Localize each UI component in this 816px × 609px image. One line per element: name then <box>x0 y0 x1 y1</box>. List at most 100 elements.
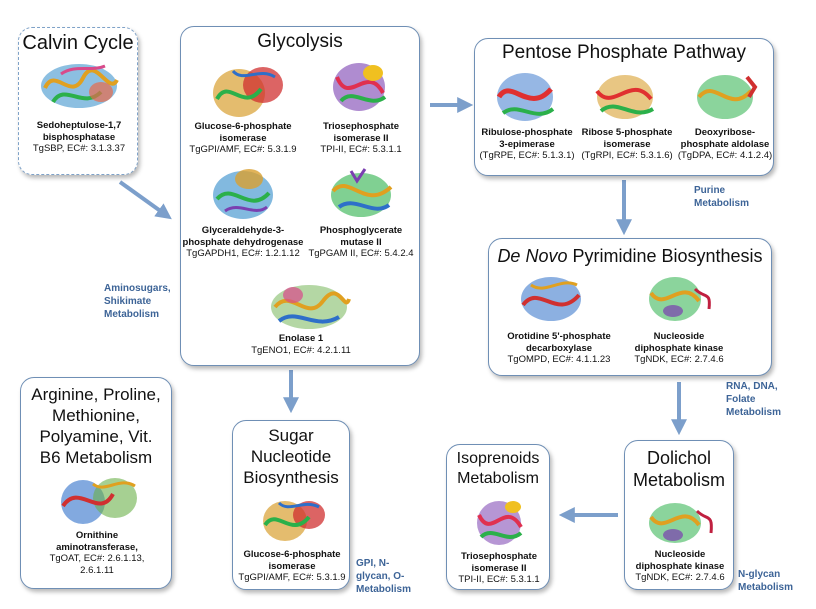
enzyme-gpi: Glucose-6-phosphate isomerase TgGPI/AMF,… <box>189 121 296 156</box>
enzyme-id-line: TgENO1, EC#: 4.2.1.11 <box>251 344 351 356</box>
arrow-calvin-to-glycolysis <box>118 180 172 220</box>
side-label-gpi: GPI, N- glycan, O- Metabolism <box>356 557 411 596</box>
enzyme-id-line: TgOMPD, EC#: 4.1.1.23 <box>507 354 611 365</box>
arginine-metabolism-title: Arginine, Proline, Methionine, Polyamine… <box>21 384 171 468</box>
enzyme-ndk-dolichol: Nucleoside diphosphate kinase TgNDK, EC#… <box>635 549 724 584</box>
side-label-rna: RNA, DNA, Folate Metabolism <box>726 380 781 419</box>
enzyme-id-line: TPI-II, EC#: 5.3.1.1 <box>458 574 540 585</box>
protein-structure-icon <box>697 75 758 119</box>
enzyme-enolase: Enolase 1 TgENO1, EC#: 4.2.1.11 <box>251 333 351 356</box>
enzyme-name-line: Nucleoside <box>653 331 705 342</box>
side-label-nglycan: N-glycan Metabolism <box>738 568 793 594</box>
enzyme-pgam: Phosphoglycerate mutase II TgPGAM II, EC… <box>308 225 413 260</box>
enzyme-name-line: Enolase 1 <box>278 333 324 344</box>
enzyme-id-line: TgGPI/AMF, EC#: 5.3.1.9 <box>189 144 297 155</box>
enzyme-id-line: TgPGAM II, EC#: 5.4.2.4 <box>308 248 414 259</box>
side-label-line: Metabolism <box>104 309 160 320</box>
enzyme-oat: Ornithine aminotransferase, TgOAT, EC#: … <box>50 530 145 576</box>
protein-structure-icon <box>649 277 711 321</box>
title-line: B6 Metabolism <box>39 448 153 467</box>
side-label-aminosugars: Aminosugars, Shikimate Metabolism <box>104 282 171 321</box>
side-label-line: Metabolism <box>738 582 794 593</box>
enzyme-id-line: (TgRPE, EC#: 5.1.3.1) <box>479 150 575 161</box>
enzyme-name-line: Triosephosphate <box>460 551 537 562</box>
title-line: Arginine, Proline, <box>31 385 161 404</box>
enzyme-ndk: Nucleoside diphosphate kinase TgNDK, EC#… <box>634 331 723 366</box>
protein-structure-icon <box>331 168 393 217</box>
side-label-purine: Purine Metabolism <box>694 184 749 210</box>
enzyme-name-line: Nucleoside <box>654 549 706 560</box>
calvin-cycle-title: Calvin Cycle <box>22 32 134 54</box>
protein-structure-icon <box>649 503 713 543</box>
glycolysis-box: Glycolysis Glucose-6-phosphate isomerase… <box>180 26 420 366</box>
enzyme-gapdh: Glyceraldehyde-3- phosphate dehydrogenas… <box>183 225 304 260</box>
enzyme-id-line: (TgDPA, EC#: 4.1.2.4) <box>677 150 773 161</box>
isoprenoids-box: Isoprenoids Metabolism Triosephosphate i… <box>446 444 550 590</box>
enzyme-name-line: Deoxyribose- <box>694 127 756 138</box>
enzyme-name-line: Orotidine 5'-phosphate <box>507 331 611 342</box>
enzyme-id-line: TPI-II, EC#: 5.3.1.1 <box>320 144 402 155</box>
protein-structure-icon <box>595 75 655 119</box>
title-line: Biosynthesis <box>243 468 339 487</box>
enzyme-name-line: bisphosphatase <box>42 131 116 143</box>
protein-structure-icon <box>271 285 351 329</box>
enzyme-id-line: 2.6.1.11 <box>80 564 114 576</box>
enzyme-rpi: Ribose 5-phosphate isomerase (TgRPI, EC#… <box>581 127 672 162</box>
protein-structure-icon <box>213 169 273 219</box>
title-line: Metabolism <box>632 470 726 490</box>
enzyme-name-line: diphosphate kinase <box>634 342 724 354</box>
protein-structure-icon <box>61 478 137 524</box>
enzyme-name-line: isomerase II <box>333 132 389 144</box>
enzyme-name-line: 3-epimerase <box>499 138 555 150</box>
enzyme-id-line: TgSBP, EC#: 3.1.3.37 <box>32 143 126 154</box>
enzyme-name-line: Ribulose-phosphate <box>481 127 573 138</box>
arginine-metabolism-box: Arginine, Proline, Methionine, Polyamine… <box>20 377 172 589</box>
side-label-line: Metabolism <box>726 407 782 418</box>
sugar-nucleotide-title: Sugar Nucleotide Biosynthesis <box>233 425 349 488</box>
enzyme-tpi-isoprenoids: Triosephosphate isomerase II TPI-II, EC#… <box>458 551 539 586</box>
enzyme-name-line: Ornithine <box>75 530 119 541</box>
pyrimidine-title-italic: De Novo <box>497 246 568 266</box>
enzyme-name-line: isomerase <box>603 138 651 150</box>
enzyme-id-line: TgOAT, EC#: 2.6.1.13, <box>49 553 145 564</box>
enzyme-name-line: Sedoheptulose-1,7 <box>36 120 122 131</box>
enzyme-ompd: Orotidine 5'-phosphate decarboxylase TgO… <box>507 331 611 366</box>
enzyme-name-line: Glucose-6-phosphate <box>194 121 292 132</box>
side-label-line: glycan, O- <box>356 571 405 582</box>
enzyme-name-line: phosphate aldolase <box>680 138 770 150</box>
enzyme-name-line: Glucose-6-phosphate <box>243 549 341 560</box>
enzyme-tpi: Triosephosphate isomerase II TPI-II, EC#… <box>320 121 401 156</box>
pyrimidine-title: De Novo Pyrimidine Biosynthesis <box>489 245 771 267</box>
enzyme-id-line: TgNDK, EC#: 2.7.4.6 <box>635 572 725 583</box>
pentose-phosphate-box: Pentose Phosphate Pathway Ribulose-phosp… <box>474 38 774 176</box>
pentose-phosphate-title: Pentose Phosphate Pathway <box>501 42 746 63</box>
enzyme-name-line: isomerase <box>268 560 316 572</box>
enzyme-name-line: phosphate dehydrogenase <box>182 236 304 248</box>
enzyme-id-line: TgNDK, EC#: 2.7.4.6 <box>634 354 724 365</box>
enzyme-name-line: Triosephosphate <box>322 121 399 132</box>
side-label-line: Metabolism <box>694 198 750 209</box>
title-line: Isoprenoids <box>456 450 540 467</box>
protein-structure-icon <box>213 67 283 117</box>
glycolysis-title: Glycolysis <box>257 31 343 52</box>
side-label-line: Aminosugars, <box>104 283 171 294</box>
side-label-line: Metabolism <box>356 584 412 595</box>
enzyme-name-line: Ribose 5-phosphate <box>581 127 673 138</box>
enzyme-name-line: isomerase <box>219 132 267 144</box>
title-line: Metabolism <box>457 470 539 487</box>
calvin-cycle-box: Calvin Cycle Sedoheptulose-1,7 bisphosph… <box>18 27 138 175</box>
side-label-line: N-glycan <box>738 569 781 580</box>
pyrimidine-title-rest: Pyrimidine Biosynthesis <box>567 246 763 266</box>
side-label-line: Folate <box>726 394 756 405</box>
side-label-line: GPI, N- <box>356 558 390 569</box>
title-line: Sugar <box>268 426 314 445</box>
protein-structure-icon <box>263 501 325 541</box>
sugar-nucleotide-box: Sugar Nucleotide Biosynthesis Glucose-6-… <box>232 420 350 590</box>
enzyme-name-line: Glyceraldehyde-3- <box>201 225 285 236</box>
title-line: Polyamine, Vit. <box>39 427 153 446</box>
title-line: Dolichol <box>646 448 712 468</box>
enzyme-name-line: Phosphoglycerate <box>319 225 403 236</box>
enzyme-sbp: Sedoheptulose-1,7 bisphosphatase TgSBP, … <box>33 120 125 155</box>
title-line: Nucleotide <box>250 447 332 466</box>
